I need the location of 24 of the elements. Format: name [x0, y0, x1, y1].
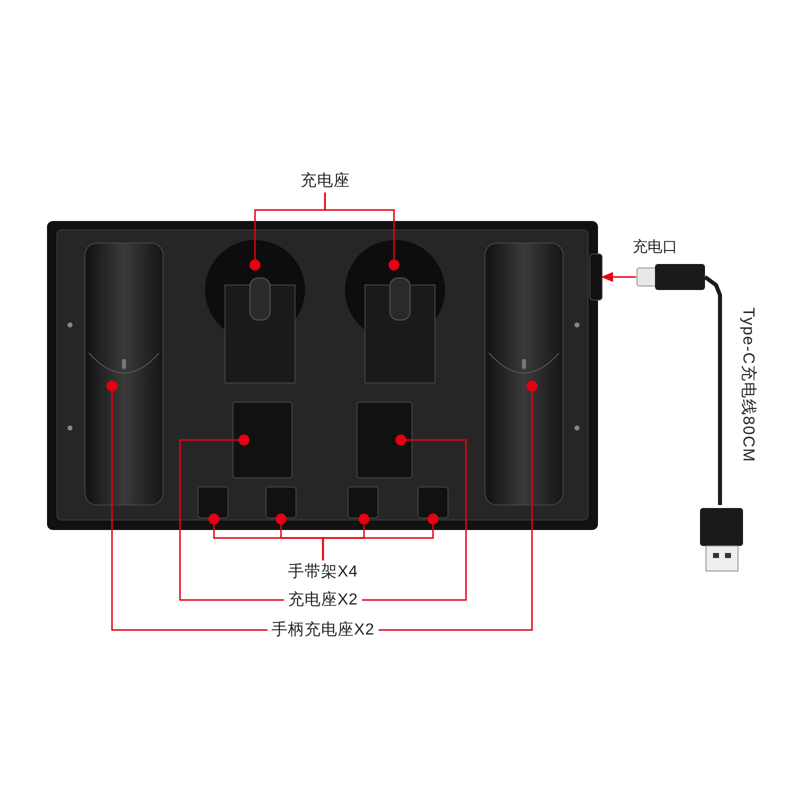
- small-controller-slot: [232, 402, 292, 478]
- charging-port: [590, 254, 602, 300]
- leader-line: [322, 514, 438, 560]
- leader-line: [362, 434, 467, 601]
- strap-slot: [348, 486, 378, 518]
- leader-line: [179, 434, 284, 601]
- controller-cradle: [84, 242, 164, 506]
- leader-line: [106, 380, 268, 631]
- callout-label: 手带架X4: [288, 562, 358, 582]
- strap-slot: [198, 486, 228, 518]
- callout-label: 充电座X2: [288, 590, 358, 610]
- strap-slot: [266, 486, 296, 518]
- callout-label: 充电座: [300, 170, 350, 192]
- edge-label: 充电口: [632, 238, 678, 256]
- strap-slot: [418, 486, 448, 518]
- arrow: [601, 272, 636, 282]
- cable-label: Type-C充电线80CM: [738, 307, 758, 463]
- small-controller-slot: [356, 402, 412, 478]
- ball-charging-socket: [345, 240, 445, 384]
- leader-line: [324, 192, 400, 270]
- callout-label: 手柄充电座X2: [271, 620, 375, 640]
- leader-line: [378, 380, 538, 631]
- controller-cradle: [484, 242, 564, 506]
- ball-charging-socket: [205, 240, 305, 384]
